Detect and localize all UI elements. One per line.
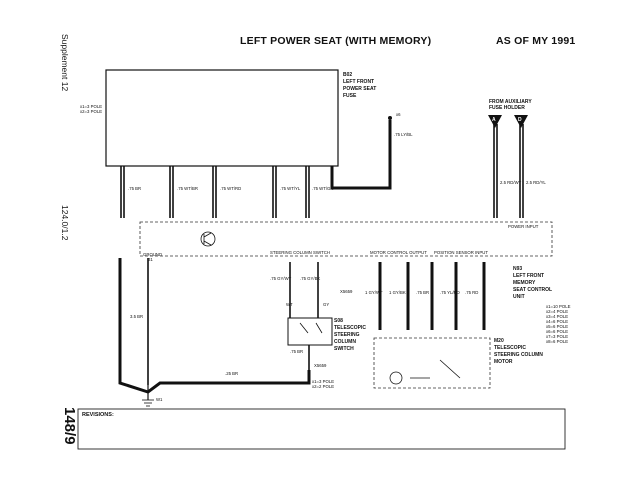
wire-38br: 3.5 BR — [130, 314, 144, 319]
m20-line-3: MOTOR — [494, 359, 513, 365]
wt-label: WT — [286, 302, 293, 307]
bottom-pole-2: x2=2 POLE — [312, 384, 335, 389]
n93-id: N93 — [513, 266, 523, 272]
position-sensor-label: POSITION SENSOR INPUT — [434, 250, 488, 255]
page-title: LEFT POWER SEAT (WITH MEMORY) — [240, 35, 432, 47]
transistor-icon — [200, 231, 216, 247]
aux-fuse-line-1: FROM AUXILIARY — [489, 99, 532, 105]
wire-1-gybk: 1 GY/BK — [389, 290, 406, 295]
wire-1-gywt: 1 GY/WT — [365, 290, 383, 295]
motor-control-label: MOTOR CONTROL OUTPUT — [370, 250, 427, 255]
model-year: AS OF MY 1991 — [496, 35, 576, 47]
m20-line-1: TELESCOPIC — [494, 345, 526, 351]
wire-b02-1: .75 BR — [128, 186, 142, 191]
x6-wire: .75 LY/BL — [394, 132, 413, 137]
wire-075-gywt: .75 GY/WT — [270, 276, 292, 281]
n93-line-1: LEFT FRONT — [513, 273, 545, 279]
pole-note-2: x2=3 POLE — [80, 109, 103, 114]
wire-25-rdwt: 2.5 RD/WT — [500, 180, 522, 185]
s08-line-2: STEERING — [334, 332, 360, 338]
wire-25br: .25 BR — [225, 371, 239, 376]
n93-line-4: UNIT — [513, 294, 525, 300]
x5659-top: X5659 — [340, 289, 353, 294]
m20-id: M20 — [494, 338, 504, 344]
b02-fuse-box — [105, 69, 339, 167]
wire-b02-5: .75 WT/GN — [312, 186, 334, 191]
wire-75-rd: .75 RD — [465, 290, 479, 295]
connector-d: D — [518, 117, 522, 123]
n93-pole-5: x5=6 POLE — [546, 324, 569, 329]
steering-switch-label: STEERING COLUMN SWITCH — [270, 250, 330, 255]
n93-pole-8: x8=6 POLE — [546, 339, 569, 344]
n93-pole-2: x2=4 POLE — [546, 309, 569, 314]
n93-pole-4: x4=6 POLE — [546, 319, 569, 324]
b02-line-1: LEFT FRONT — [343, 79, 375, 85]
n93-line-2: MEMORY — [513, 280, 536, 286]
motor-icon — [389, 371, 403, 385]
wire-25-rdyl: 2.5 RD/YL — [526, 180, 546, 185]
b02-line-3: FUSE — [343, 93, 357, 99]
n93-pole-3: x3=4 POLE — [546, 314, 569, 319]
b02-id: B02 — [343, 72, 353, 78]
n93-pole-6: x6=6 POLE — [546, 329, 569, 334]
x5659-bottom: X5659 — [314, 363, 327, 368]
connector-a: A — [492, 117, 496, 123]
s08-switch-box — [287, 317, 333, 346]
aux-fuse-line-2: FUSE HOLDER — [489, 105, 525, 111]
wire-75-ylrd: .75 YL/RD — [440, 290, 460, 295]
wire-75br-s: .75 BR — [290, 349, 304, 354]
m20-motor-box — [373, 337, 491, 389]
m20-line-2: STEERING COLUMN — [494, 352, 543, 358]
revisions-label: REVISIONS: — [82, 412, 114, 418]
n93-pole-7: x7=3 POLE — [546, 334, 569, 339]
wire-b02-4: .75 WT/YL — [280, 186, 301, 191]
wire-b02-3: .75 WT/RD — [220, 186, 242, 191]
s08-line-3: COLUMN — [334, 339, 356, 345]
b02-line-2: POWER SEAT — [343, 86, 377, 92]
s08-line-1: TELESCOPIC — [334, 325, 366, 331]
ground-sub: 31 — [148, 257, 153, 262]
wire-075-gybk: .75 GY/BK — [300, 276, 321, 281]
wire-b02-2: .75 WT/BR — [177, 186, 199, 191]
n93-pole-1: x1=10 POLE — [546, 304, 571, 309]
control-unit-box — [139, 221, 553, 257]
ground-icon — [142, 399, 154, 407]
s08-id: S08 — [334, 318, 343, 324]
power-input-label: POWER INPUT — [508, 224, 539, 229]
x6-label: x6 — [396, 112, 401, 117]
wire-75br-m: .75 BR — [416, 290, 430, 295]
s08-line-4: SWITCH — [334, 346, 354, 352]
pole-note-1: x1=3 POLE — [80, 104, 103, 109]
gy-label: GY — [323, 302, 330, 307]
n93-line-3: SEAT CONTROL — [513, 287, 553, 293]
ground-label: GROUND — [143, 252, 163, 257]
bottom-pole-1: x1=3 POLE — [312, 379, 335, 384]
w1-label: W1 — [156, 397, 163, 402]
